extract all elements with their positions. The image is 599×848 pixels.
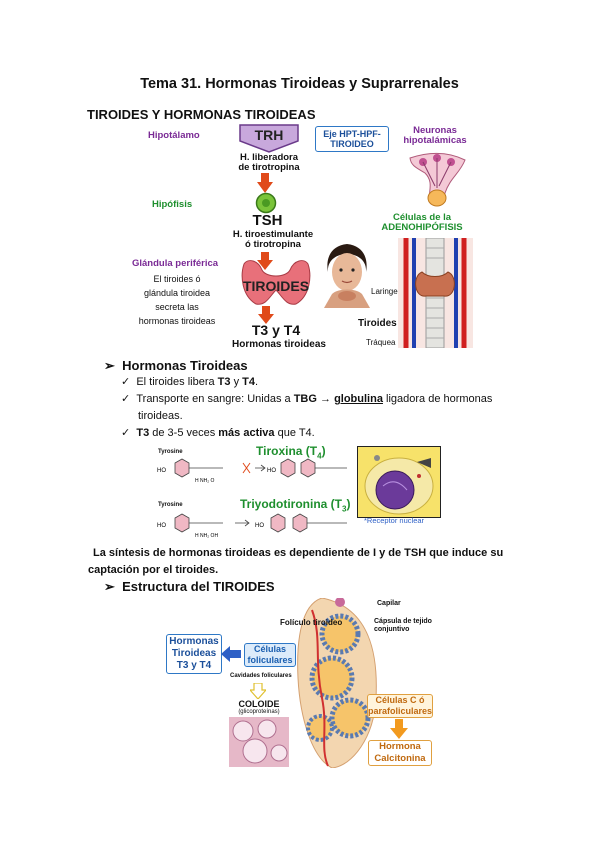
arrow-left-icon [221, 646, 241, 662]
follicle-tissue-illustration [297, 598, 377, 768]
triyodo-label: Triyodotironina (T3) [240, 497, 351, 514]
tiroides-anatomy-label: Tiroides [358, 318, 397, 329]
pituitary-illustration [409, 152, 466, 207]
label-hipotalamo: Hipotálamo [148, 130, 200, 141]
tsh-desc: H. tiroestimulante ó tirotropina [232, 229, 314, 250]
arrow-down-icon [258, 306, 274, 324]
list-item: ✓ Transporte en sangre: Unidas a TBG → g… [121, 393, 493, 422]
arrow-down-icon [257, 173, 273, 193]
section-heading-hormonas: ➢ Hormonas Tiroideas [104, 358, 248, 373]
t3t4-label: T3 y T4 [251, 322, 301, 338]
svg-text:HO: HO [267, 468, 276, 474]
tyrosine-label-2: Tyrosine [158, 502, 183, 508]
glico-label: (glicoproteínas) [238, 709, 280, 715]
trh-label: TRH [254, 127, 284, 143]
capilar-label: Capilar [377, 600, 401, 607]
laringe-label: Laringe [371, 287, 398, 296]
label-hipofisis: Hipófisis [152, 199, 193, 210]
foliculo-label: Folículo tiroideo [280, 618, 343, 627]
tyrosine-label: Tyrosine [158, 449, 183, 455]
thyroid-gland-icon [241, 260, 311, 305]
arrow-bullet-icon: ➢ [104, 358, 115, 373]
svg-text:H NH₂ OH: H NH₂ OH [195, 533, 218, 539]
traquea-label: Tráquea [366, 338, 396, 347]
svg-text:H NH₂ O: H NH₂ O [195, 478, 215, 484]
eje-box: Eje HPT-HPF- TIROIDEO [315, 126, 389, 152]
tiroxina-structure: HO H NH₂ O HO [157, 458, 347, 484]
section-heading-estructura: ➢ Estructura del TIROIDES [104, 579, 275, 594]
list-item: ✓ T3 de 3-5 veces más activa que T4. [121, 427, 315, 439]
neck-anatomy-illustration [398, 238, 473, 348]
capsula-label: Cápsula de tejido conjuntivo [374, 618, 432, 633]
celulas-foliculares-box: Células foliculares [244, 643, 296, 667]
nuclear-receptor-illustration [357, 446, 441, 518]
hormonas-label: Hormonas tiroideas [232, 339, 326, 350]
arrow-down-icon [390, 719, 408, 739]
tsh-circle-icon [255, 192, 277, 214]
label-glandula: Glándula periférica [132, 258, 219, 269]
neuronas-label: Neuronas hipotalámicas [403, 125, 467, 146]
arrow-bullet-icon: ➢ [104, 579, 115, 594]
trh-shape [239, 124, 299, 153]
check-icon: ✓ [121, 393, 131, 405]
arrow-down-icon [250, 683, 266, 699]
celulas-c-box: Células C ó parafoliculares [367, 694, 433, 718]
receptor-label: *Receptor nuclear [364, 516, 425, 525]
section-heading-tiroides: TIROIDES Y HORMONAS TIROIDEAS [87, 107, 316, 122]
svg-text:HO: HO [255, 523, 264, 529]
arrow-down-icon [257, 252, 273, 270]
svg-text:HO: HO [157, 468, 166, 474]
cavidades-label: Cavidades foliculares [230, 673, 292, 679]
calcitonina-box: Hormona Calcitonina [368, 740, 432, 766]
tiroxina-label: Tiroxina (T4) [256, 444, 326, 461]
celulas-label: Células de la ADENOHIPÓFISIS [381, 212, 463, 233]
coloide-label: COLOIDE [238, 699, 280, 709]
page-title: Tema 31. Hormonas Tiroideas y Suprarrena… [140, 76, 459, 92]
triyodotironina-structure: HO H NH₂ OH HO [157, 513, 347, 539]
svg-text:HO: HO [157, 523, 166, 529]
coloide-micrograph [229, 717, 289, 767]
tiroides-label: TIROIDES [242, 278, 310, 294]
note-tiroides: El tiroides ó glándula tiroidea secreta … [138, 274, 216, 326]
trh-desc: H. liberadora de tirotropina [238, 152, 300, 173]
hormonas-box: Hormonas Tiroideas T3 y T4 [166, 634, 222, 674]
check-icon: ✓ [121, 376, 131, 388]
check-icon: ✓ [121, 427, 131, 439]
paragraph-sintesis: La síntesis de hormonas tiroideas es dep… [88, 547, 504, 576]
tsh-label: TSH [252, 212, 283, 229]
list-item: ✓ El tiroides libera T3 y T4. [121, 376, 259, 388]
patient-photo [322, 242, 372, 308]
